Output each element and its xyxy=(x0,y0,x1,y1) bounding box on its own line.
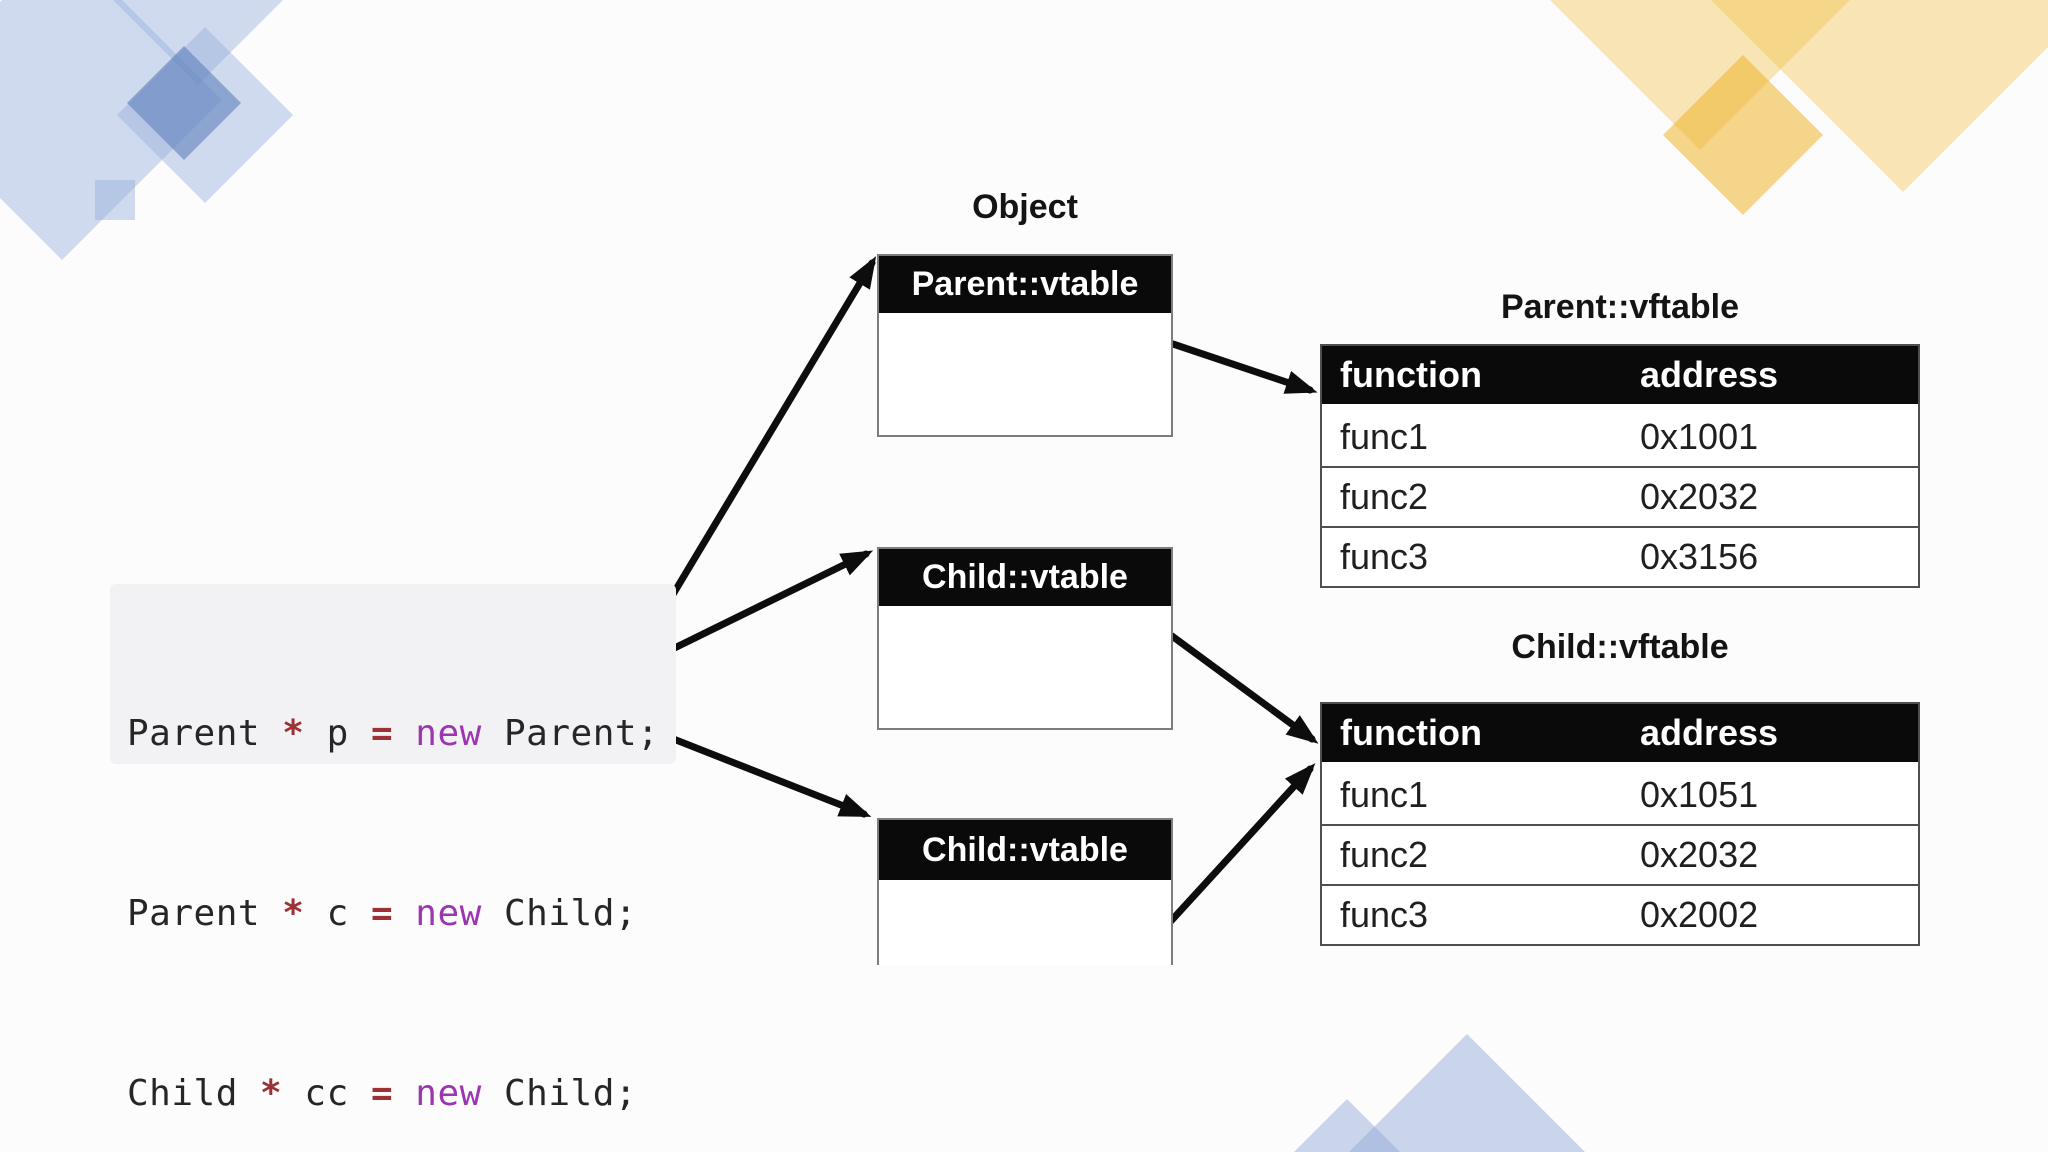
code-token: cc xyxy=(304,1073,371,1114)
table-header-row: function address xyxy=(1322,346,1918,408)
code-token: Child xyxy=(127,1073,261,1114)
code-token: new xyxy=(415,893,504,934)
code-token: Child; xyxy=(504,1073,638,1114)
code-line-3: Child * cc = new Child; xyxy=(127,1064,676,1124)
decor-top-right-diamonds xyxy=(1550,0,2048,215)
code-token: c xyxy=(326,893,371,934)
vtable-box-child-mid-title: Child::vtable xyxy=(879,549,1171,606)
parent-vftable-table: function address func1 0x1001 func2 0x20… xyxy=(1320,344,1920,588)
column-header-function: function xyxy=(1340,354,1482,395)
cell-address: 0x2032 xyxy=(1640,476,1759,517)
code-token: Child; xyxy=(504,893,638,934)
cell-function: func2 xyxy=(1340,476,1429,517)
arrow-child-vtable-bottom-to-child-vftable xyxy=(1167,763,1316,925)
cell-address: 0x3156 xyxy=(1640,536,1759,577)
code-token: new xyxy=(415,713,504,754)
arrow-code-cc-to-child-vtable-bottom xyxy=(639,723,872,818)
code-token: = xyxy=(370,713,416,754)
arrow-code-p-to-parent-vtable xyxy=(659,256,877,615)
code-token: p xyxy=(326,713,371,754)
cell-function: func1 xyxy=(1340,774,1429,815)
code-token: Parent xyxy=(127,893,283,934)
code-token: * xyxy=(282,713,327,754)
code-token: Parent xyxy=(127,713,283,754)
code-token: = xyxy=(370,1073,416,1114)
arrow-code-c-to-child-vtable-mid xyxy=(642,550,874,666)
vtable-box-parent: Parent::vtable xyxy=(877,254,1173,437)
cell-address: 0x1001 xyxy=(1640,416,1759,457)
code-token: = xyxy=(370,893,416,934)
cell-function: func2 xyxy=(1340,834,1429,875)
cell-function: func3 xyxy=(1340,894,1429,935)
cell-address: 0x2002 xyxy=(1640,894,1759,935)
decor-top-left-diamonds xyxy=(0,0,293,260)
parent-vftable-title: Parent::vftable xyxy=(1500,288,1740,326)
code-token: new xyxy=(415,1073,504,1114)
arrow-child-vtable-mid-to-child-vftable xyxy=(1168,632,1319,744)
code-block: Parent * p = new Parent; Parent * c = ne… xyxy=(110,584,676,1114)
arrow-parent-vtable-to-parent-vftable xyxy=(1169,340,1318,394)
table-row: func2 0x2032 xyxy=(1322,824,1918,884)
vtable-box-child-mid: Child::vtable xyxy=(877,547,1173,730)
table-row: func1 0x1051 xyxy=(1322,766,1918,824)
column-header-address: address xyxy=(1640,354,1779,395)
code-line-1: Parent * p = new Parent; xyxy=(127,704,676,764)
decor-bottom-triangles xyxy=(1294,1034,1585,1152)
table-row: func1 0x1001 xyxy=(1322,408,1918,466)
cell-address: 0x1051 xyxy=(1640,774,1759,815)
code-token: * xyxy=(282,893,327,934)
code-token: * xyxy=(260,1073,305,1114)
cell-address: 0x2032 xyxy=(1640,834,1759,875)
object-label: Object xyxy=(972,188,1078,226)
cell-function: func1 xyxy=(1340,416,1429,457)
child-vftable-table: function address func1 0x1051 func2 0x20… xyxy=(1320,702,1920,946)
table-header-row: function address xyxy=(1322,704,1918,766)
table-row: func2 0x2032 xyxy=(1322,466,1918,526)
column-header-function: function xyxy=(1340,712,1482,753)
cell-function: func3 xyxy=(1340,536,1429,577)
vtable-box-child-bottom: Child::vtable xyxy=(877,818,1173,965)
table-row: func3 0x2002 xyxy=(1322,884,1918,944)
code-token: Parent; xyxy=(504,713,660,754)
vtable-box-child-bottom-title: Child::vtable xyxy=(879,820,1171,880)
table-row: func3 0x3156 xyxy=(1322,526,1918,586)
code-line-2: Parent * c = new Child; xyxy=(127,884,676,944)
vtable-box-parent-title: Parent::vtable xyxy=(879,256,1171,313)
column-header-address: address xyxy=(1640,712,1779,753)
child-vftable-title: Child::vftable xyxy=(1511,628,1729,666)
